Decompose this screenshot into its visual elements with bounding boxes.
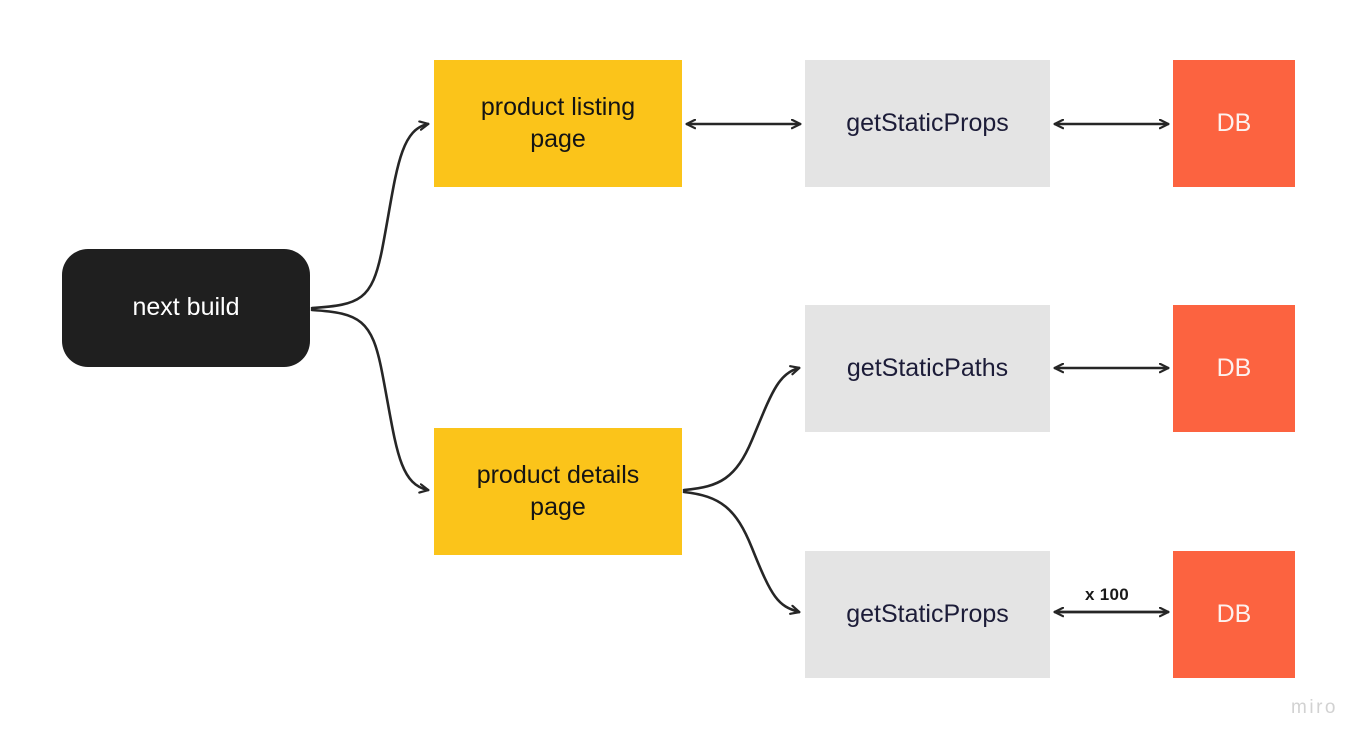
edge-details-page-to-getstaticprops <box>682 490 799 612</box>
node-product-details-page-line1: product details <box>476 461 640 490</box>
edge-build-to-details-page <box>310 308 428 490</box>
node-db-mid[interactable]: DB <box>1173 305 1295 432</box>
node-product-listing-page-line2: page <box>530 124 586 153</box>
node-next-build[interactable]: next build <box>62 249 310 367</box>
node-getstaticprops-details[interactable]: getStaticProps <box>805 551 1050 678</box>
node-product-details-page-label: product details page <box>477 460 640 523</box>
node-product-details-page[interactable]: product details page <box>434 428 682 555</box>
node-getstaticprops-details-label: getStaticProps <box>846 599 1009 628</box>
node-product-listing-page-line1: product listing <box>480 93 636 122</box>
edge-details-page-to-getstaticpaths <box>682 368 799 492</box>
node-db-bottom[interactable]: DB <box>1173 551 1295 678</box>
node-getstaticprops-listing-label: getStaticProps <box>846 108 1009 137</box>
node-db-mid-label: DB <box>1216 353 1252 382</box>
node-db-bottom-label: DB <box>1216 599 1252 628</box>
node-getstaticprops-listing[interactable]: getStaticProps <box>805 60 1050 187</box>
node-db-top[interactable]: DB <box>1173 60 1295 187</box>
node-product-listing-page[interactable]: product listing page <box>434 60 682 187</box>
node-db-top-label: DB <box>1216 108 1252 137</box>
edge-build-to-listing-page <box>310 124 428 310</box>
node-product-listing-page-label: product listing page <box>481 92 635 155</box>
edge-label-repeat-count: x 100 <box>1085 585 1130 604</box>
node-getstaticpaths-details[interactable]: getStaticPaths <box>805 305 1050 432</box>
node-next-build-label: next build <box>132 293 240 322</box>
node-getstaticpaths-details-label: getStaticPaths <box>846 353 1009 382</box>
miro-watermark: miro <box>1291 697 1338 718</box>
node-product-details-page-line2: page <box>530 492 586 521</box>
